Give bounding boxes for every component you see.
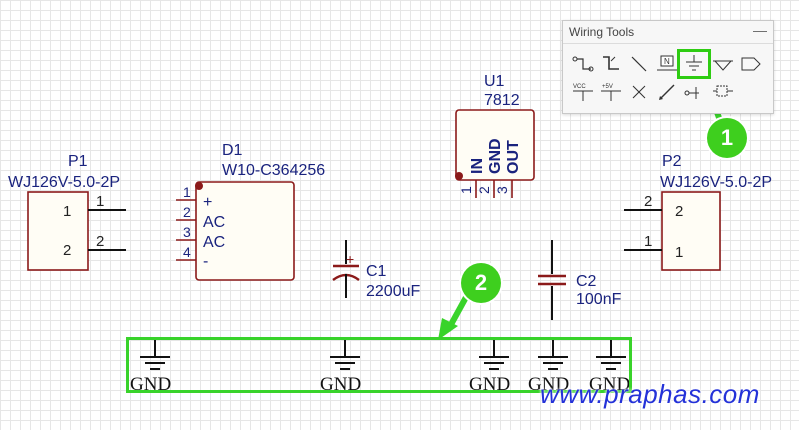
c1-value: 2200uF xyxy=(366,283,420,300)
component-u1[interactable]: U1 7812 IN GND OUT 1 2 3 xyxy=(455,73,535,198)
p1-body xyxy=(27,191,89,271)
d1-pin3-num: 3 xyxy=(183,224,191,240)
callout-2: 2 xyxy=(461,263,501,303)
u1-ref: U1 xyxy=(484,73,505,90)
bus-tool-icon[interactable] xyxy=(599,53,623,75)
callout-2-arrowhead xyxy=(438,318,458,340)
u1-body xyxy=(455,109,535,181)
component-p1[interactable]: P1 WJ126V-5.0-2P 1 2 1 2 xyxy=(8,153,126,271)
ground-highlight-box xyxy=(126,337,632,393)
ground-label: GND xyxy=(320,374,361,395)
panel-divider xyxy=(563,43,773,44)
net-port-icon[interactable] xyxy=(711,53,735,75)
vcc-icon[interactable]: VCC xyxy=(571,81,595,103)
p2-pin1-name: 1 xyxy=(675,244,683,261)
c2-ref: C2 xyxy=(576,273,597,290)
d1-value: W10-C364256 xyxy=(222,162,325,179)
u1-pin2-num: 2 xyxy=(476,186,492,194)
ground-label: GND xyxy=(130,374,171,395)
u1-pin2-name: GND xyxy=(487,138,504,174)
d1-pin3-name: AC xyxy=(203,234,225,251)
p2-body xyxy=(661,191,721,271)
p1-pin1-name: 1 xyxy=(63,203,71,220)
d1-pin4-name: - xyxy=(203,253,208,270)
u1-pin3-name: OUT xyxy=(505,140,522,174)
p1-ref: P1 xyxy=(68,153,88,170)
pen-icon[interactable] xyxy=(655,81,679,103)
p2-value: WJ126V-5.0-2P xyxy=(660,174,772,191)
component-d1[interactable]: D1 W10-C364256 1 2 3 4 + AC AC - xyxy=(176,142,325,281)
c2-value: 100nF xyxy=(576,291,622,308)
panel-title: Wiring Tools xyxy=(569,25,635,39)
component-c1[interactable]: + C1 2200uF xyxy=(332,240,420,300)
wire-tool-icon[interactable] xyxy=(571,53,595,75)
u1-pin1-dot xyxy=(455,172,463,180)
minimize-button[interactable]: — xyxy=(753,22,767,38)
ground-symbol[interactable]: GND xyxy=(528,340,569,395)
bus-entry-icon[interactable] xyxy=(683,81,707,103)
u1-value: 7812 xyxy=(484,92,520,109)
ground-label: GND xyxy=(469,374,510,395)
p2-ref: P2 xyxy=(662,153,682,170)
d1-pin1-name: + xyxy=(203,194,212,211)
d1-pin4-num: 4 xyxy=(183,244,191,260)
d1-pin2-num: 2 xyxy=(183,204,191,220)
p1-pin2-num: 2 xyxy=(96,233,104,250)
d1-pin1-dot xyxy=(195,182,203,190)
ground-symbol[interactable]: GND xyxy=(130,340,171,395)
c1-ref: C1 xyxy=(366,263,387,280)
p2-pin1-num: 1 xyxy=(644,233,652,250)
ground-tool-highlight xyxy=(677,49,711,79)
p1-pin2-name: 2 xyxy=(63,242,71,259)
watermark: www.praphas.com xyxy=(540,379,760,409)
net-label-icon[interactable]: N xyxy=(655,53,679,75)
pin-icon[interactable] xyxy=(711,81,735,103)
svg-text:VCC: VCC xyxy=(573,84,586,90)
c1-polarity: + xyxy=(346,251,354,267)
ground-symbol[interactable]: GND xyxy=(320,340,361,395)
line-tool-icon[interactable] xyxy=(627,53,651,75)
svg-text:N: N xyxy=(664,57,670,66)
no-connect-icon[interactable] xyxy=(627,81,651,103)
p2-pin2-num: 2 xyxy=(644,193,652,210)
ground-label: GND xyxy=(589,374,630,395)
d1-body xyxy=(195,181,295,281)
d1-pin1-num: 1 xyxy=(183,184,191,200)
callout-1: 1 xyxy=(707,118,747,158)
ground-symbol[interactable]: GND xyxy=(589,340,630,395)
ground-label: GND xyxy=(528,374,569,395)
netflag-arrow-icon[interactable] xyxy=(739,53,763,75)
u1-pin1-num: 1 xyxy=(458,186,474,194)
component-p2[interactable]: P2 WJ126V-5.0-2P 2 1 2 1 xyxy=(624,153,772,271)
svg-text:+5V: +5V xyxy=(602,84,613,90)
d1-ref: D1 xyxy=(222,142,243,159)
u1-pin1-name: IN xyxy=(469,158,486,174)
ground-icon[interactable] xyxy=(682,53,706,75)
plus5v-icon[interactable]: +5V xyxy=(599,81,623,103)
u1-pin3-num: 3 xyxy=(494,186,510,194)
component-c2[interactable]: C2 100nF xyxy=(538,240,622,320)
p1-value: WJ126V-5.0-2P xyxy=(8,174,120,191)
ground-symbol[interactable]: GND xyxy=(469,340,510,395)
p2-pin2-name: 2 xyxy=(675,203,683,220)
p1-pin1-num: 1 xyxy=(96,193,104,210)
wiring-tools-panel[interactable]: Wiring Tools — N VCC +5V xyxy=(562,20,774,114)
d1-pin2-name: AC xyxy=(203,214,225,231)
